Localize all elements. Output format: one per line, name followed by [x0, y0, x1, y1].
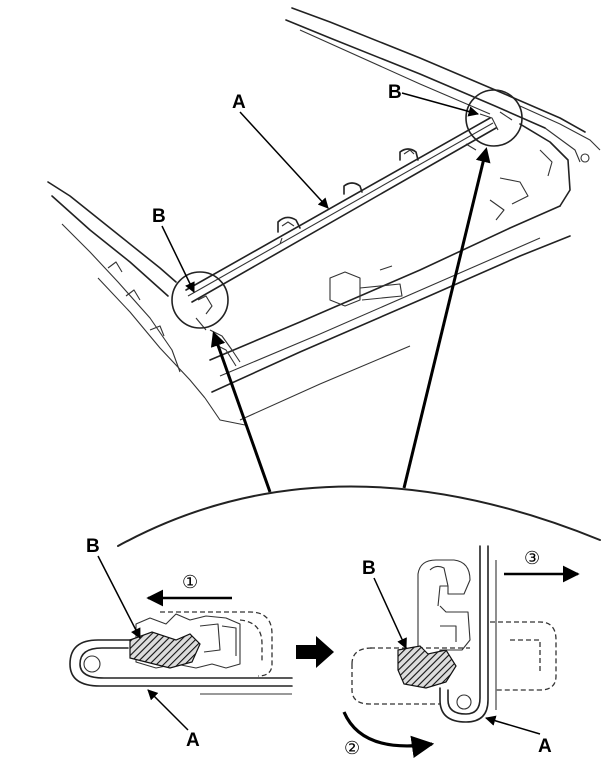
leader-b-left [161, 225, 195, 293]
label-a-detail-left: A [186, 730, 200, 751]
zoom-arrow-right [402, 147, 491, 489]
label-b-detail-left: B [86, 536, 100, 557]
label-b-left: B [152, 206, 166, 227]
label-b-top-right: B [388, 82, 402, 103]
label-b-detail-right: B [362, 558, 376, 579]
detail-circle-left [171, 271, 229, 329]
leader-b-detail-left [97, 555, 141, 639]
leader-b-top-right [401, 92, 480, 117]
detail-right-seal-section [342, 545, 580, 758]
sunroof-frame-assembly [47, 7, 601, 426]
label-a-detail-right: A [538, 736, 552, 757]
label-a-top: A [232, 92, 246, 113]
leader-b-detail-right [373, 577, 407, 649]
detail-left-seal-section [69, 589, 293, 695]
step-2-marker: ② [344, 738, 360, 759]
detail-circle-right [465, 89, 523, 147]
step-3-marker: ③ [524, 548, 540, 569]
leader-a-detail-left [147, 689, 189, 731]
zoom-arrow-left [210, 331, 272, 493]
leader-a-top [239, 111, 329, 209]
step-1-marker: ① [182, 572, 198, 593]
transition-arrow-icon [296, 636, 334, 668]
leader-a-detail-right [484, 715, 541, 735]
detail-callout-arc [117, 485, 601, 547]
